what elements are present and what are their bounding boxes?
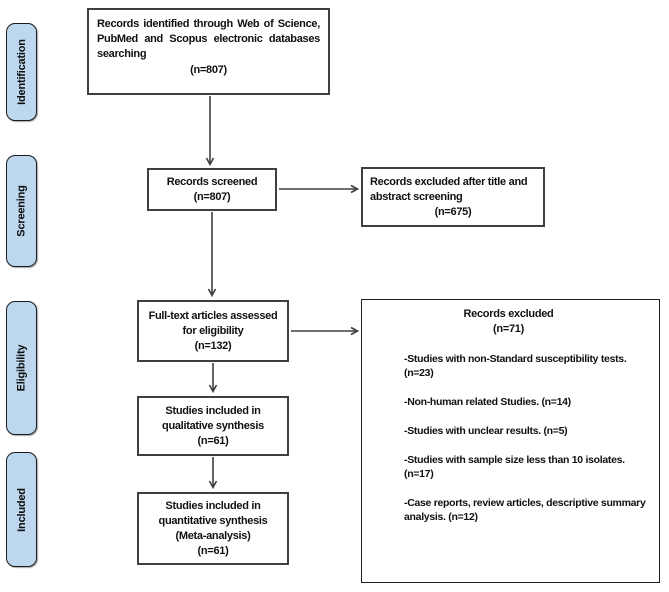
box-records-identified-text: Records identified through Web of Scienc… (97, 18, 320, 60)
box-quantitative-synthesis: Studies included in quantitative synthes… (137, 492, 289, 565)
box-records-screened-count: (n=807) (193, 190, 231, 203)
exclusion-reason: -Case reports, review articles, descript… (404, 497, 646, 523)
box-records-excluded-eligibility: Records excluded (n=71) -Studies with no… (361, 299, 660, 583)
box-qualitative-synthesis-count: (n=61) (197, 434, 229, 447)
stage-label-eligibility: Eligibility (6, 301, 37, 435)
stage-label-text: Identification (15, 39, 28, 105)
box-fulltext-assessed: Full-text articles assessed for eligibil… (137, 300, 289, 362)
box-quantitative-synthesis-count: (n=61) (197, 544, 229, 557)
box-records-excluded-screening-count: (n=675) (434, 206, 472, 218)
exclusion-reason: -Studies with non-Standard susceptibilit… (404, 353, 627, 379)
box-quantitative-synthesis-subtext: (Meta-analysis) (175, 529, 251, 542)
box-records-identified: Records identified through Web of Scienc… (87, 8, 330, 95)
box-qualitative-synthesis-text: Studies included in qualitative synthesi… (162, 404, 264, 432)
stage-label-text: Screening (15, 185, 28, 237)
box-records-excluded-screening: Records excluded after title and abstrac… (361, 167, 545, 227)
exclusion-reason: -Studies with unclear results. (n=5) (404, 425, 568, 437)
box-records-screened-text: Records screened (166, 175, 258, 188)
stage-label-included: Included (6, 452, 37, 567)
stage-label-screening: Screening (6, 155, 37, 267)
box-records-excluded-eligibility-count: (n=71) (493, 323, 524, 335)
box-fulltext-assessed-count: (n=132) (194, 339, 232, 352)
box-records-identified-count: (n=807) (190, 64, 227, 76)
box-records-excluded-eligibility-title: Records excluded (463, 308, 554, 320)
stage-label-text: Eligibility (15, 344, 28, 392)
box-records-excluded-screening-text: Records excluded after title and abstrac… (370, 176, 528, 203)
box-records-screened: Records screened (n=807) (147, 168, 277, 211)
box-qualitative-synthesis: Studies included in qualitative synthesi… (137, 396, 289, 456)
box-quantitative-synthesis-text: Studies included in quantitative synthes… (158, 499, 268, 527)
exclusion-reason: -Non-human related Studies. (n=14) (404, 396, 571, 408)
stage-label-text: Included (15, 487, 28, 532)
stage-label-identification: Identification (6, 23, 37, 121)
box-fulltext-assessed-text: Full-text articles assessed for eligibil… (148, 309, 278, 337)
exclusion-reason: -Studies with sample size less than 10 i… (404, 454, 625, 480)
